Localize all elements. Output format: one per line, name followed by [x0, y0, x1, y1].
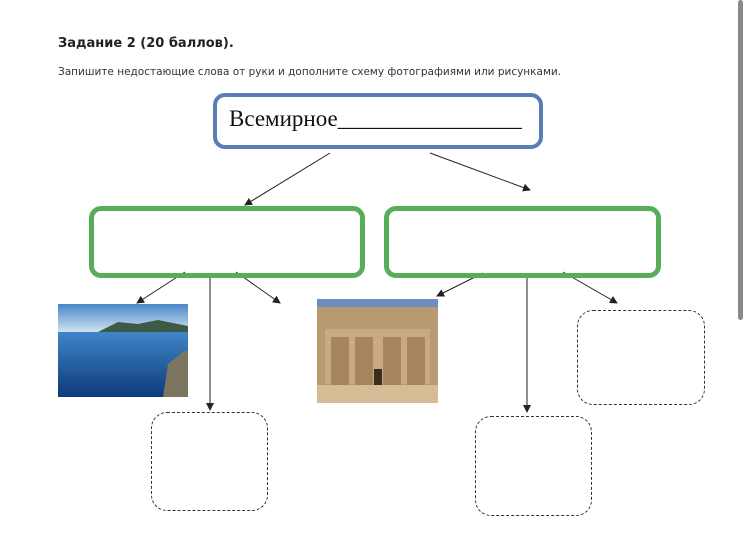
- root-text: Всемирное________________: [229, 106, 522, 131]
- task-title: Задание 2 (20 баллов).: [58, 36, 234, 51]
- scrollbar[interactable]: [738, 0, 743, 320]
- empty-image-box[interactable]: [577, 310, 705, 405]
- temple-photo: [317, 299, 438, 403]
- category-box-right[interactable]: [384, 206, 661, 278]
- arrow: [244, 152, 331, 206]
- task-instruction: Запишите недостающие слова от руки и доп…: [58, 66, 562, 78]
- lake-photo: [58, 304, 188, 397]
- arrow: [429, 152, 531, 192]
- empty-image-box[interactable]: [151, 412, 268, 511]
- root-concept-box: Всемирное________________: [213, 93, 543, 149]
- empty-image-box[interactable]: [475, 416, 592, 516]
- category-box-left[interactable]: [89, 206, 365, 278]
